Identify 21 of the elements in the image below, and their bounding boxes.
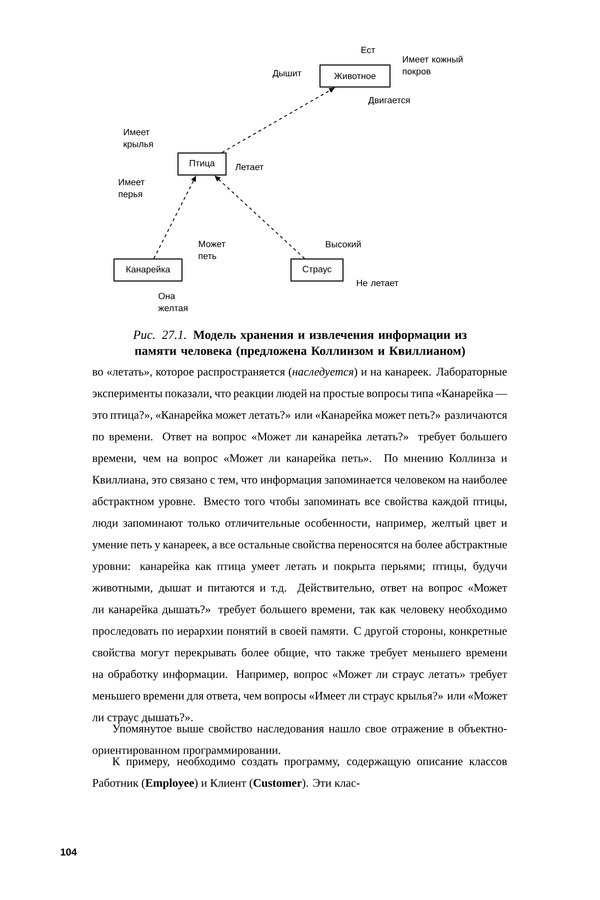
- property-label: Ест: [361, 46, 376, 54]
- concept-box: Животное: [320, 64, 390, 88]
- property-label: Высокий: [326, 240, 361, 248]
- page-number: 104: [60, 848, 77, 856]
- concept-box: Птица: [178, 152, 226, 176]
- property-label: Дышит: [272, 70, 302, 78]
- property-label: Не летает: [356, 280, 398, 286]
- property-label: Имеет кожный покров: [402, 56, 463, 76]
- property-label: Летает: [235, 164, 264, 170]
- property-label: Может петь: [198, 240, 226, 260]
- concept-box: Канарейка: [114, 258, 182, 282]
- figure-caption: Рис. 27.1. Модель хранения и извлечения информации из памяти человека (предложена Коллинзом и Квиллианом): [133, 330, 467, 358]
- arrow: [214, 176, 305, 259]
- paragraph: Упомянутое выше свойство наследования нашло свое отражение в объектно-ориентированном программировании.: [92, 724, 507, 756]
- paragraph: во «летать», которое распространяется (наследуется) и на канареек. Лабораторные эксперименты показали, что реакции людей на простые вопросы типа «Канарейка — это птица?», «Канарейка может летать?» или «Канарейка может петь?» различаются по времени. Ответ на вопрос «Может ли канарейка летать?» требует большего времени, чем на вопрос «Может ли канарейка петь». По мнению Коллинза и Квиллиана, это связано с тем, что информация запоминается человеком на наиболее абстрактном уровне. Вместо того чтобы запоминать все свойства каждой птицы, люди запоминают только отличительные особенности, например, желтый цвет и умение петь у канареек, а все остальные свойства переносятся на более абстрактные уровни: канарейка как птица умеет летать и покрыта перьями; птицы, будучи животными, дышат и питаются и т.д. Действительно, ответ на вопрос «Может ли канарейка дышать?» требует большего времени, так как человеку необходимо проследовать по иерархии понятий в своей памяти. С другой стороны, конкретные свойства могут перекрывать более общие, что также требует меньшего времени на обработку информации. Например, вопрос «Может ли страус летать» требует меньшего времени для ответа, чем вопросы «Имеет ли страус крылья?» или «Может ли страус дышать?».: [92, 367, 508, 724]
- property-label: Имеет перья: [118, 178, 145, 200]
- property-label: Она желтая: [158, 292, 188, 312]
- property-label: Двигается: [368, 97, 410, 105]
- paragraph: К примеру, необходимо создать программу, содержащую описание классов Работник (Employee) и Клиент (Customer). Эти клас-: [92, 756, 507, 790]
- property-label: Имеет крылья: [124, 128, 153, 150]
- concept-box: Страус: [290, 258, 344, 282]
